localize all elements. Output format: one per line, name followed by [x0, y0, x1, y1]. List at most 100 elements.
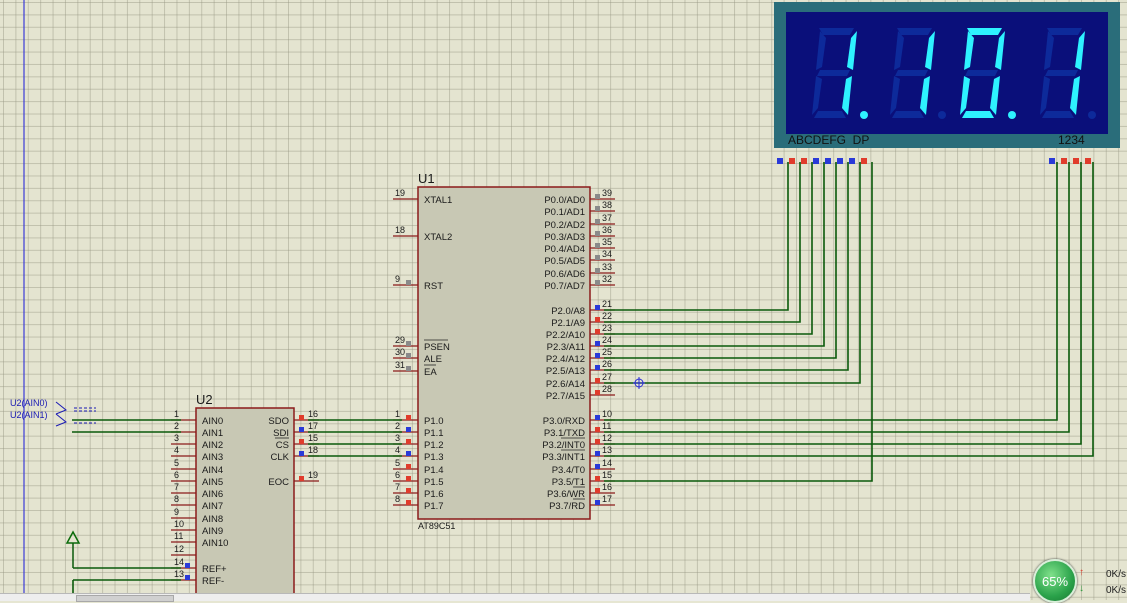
u1-pin-number: 11 — [602, 421, 611, 431]
u1-pin-number: 18 — [395, 225, 405, 235]
pin-marker — [595, 378, 600, 383]
pin-marker — [595, 488, 600, 493]
u1-pin-8[interactable]: 8P1.7 — [393, 494, 444, 512]
u2-pin-label: EOC — [268, 477, 289, 488]
terminal-ain1[interactable]: U2(AIN1) — [10, 410, 96, 427]
pin-marker — [595, 451, 600, 456]
u1-pin-number: 35 — [602, 237, 612, 247]
u1-pin-label: P1.5 — [424, 477, 444, 488]
pin-marker — [299, 427, 304, 432]
segment-f — [964, 31, 974, 70]
pin-marker — [299, 415, 304, 420]
u2-chip[interactable]: U2 1AIN02AIN13AIN24AIN35AIN46AIN57AIN68A… — [171, 392, 319, 599]
pin-marker — [406, 439, 411, 444]
pin-marker — [595, 427, 600, 432]
u1-pin-number: 38 — [602, 200, 612, 210]
pin-marker — [595, 464, 600, 469]
u1-pin-number: 32 — [602, 274, 612, 284]
segment-labels: ABCDEFG DP — [788, 133, 869, 147]
u2-pin-12[interactable]: 12 — [171, 544, 196, 556]
u1-pin-label: P0.0/AD0 — [544, 195, 585, 206]
pin-marker — [406, 353, 411, 358]
u1-pin-label: EA — [424, 367, 437, 378]
u1-pin-number: 10 — [602, 409, 612, 419]
display-digit-pin — [1085, 158, 1091, 164]
u1-pin-number: 2 — [395, 421, 400, 431]
segment-f — [894, 31, 904, 70]
u2-pin-number: 16 — [308, 409, 318, 419]
horizontal-scrollbar-thumb[interactable] — [76, 595, 174, 602]
u1-pin-number: 5 — [395, 458, 400, 468]
pin-marker — [595, 231, 600, 236]
u1-chip[interactable]: U1 AT89C51 19XTAL118XTAL29RST29PSEN30ALE… — [393, 171, 615, 531]
display-digit-1 — [812, 28, 868, 119]
u1-pin-number: 25 — [602, 347, 612, 357]
digit-labels: 1234 — [1058, 133, 1085, 147]
seven-segment-display[interactable]: ABCDEFG DP 1234 — [774, 2, 1120, 148]
u1-pin-number: 27 — [602, 372, 612, 382]
pin-marker — [595, 305, 600, 310]
power-terminal-arrow[interactable] — [65, 530, 81, 568]
u2-pin-label: AIN5 — [202, 477, 223, 488]
u1-pin-number: 26 — [602, 359, 612, 369]
segment-d — [962, 111, 994, 118]
pin-marker — [595, 329, 600, 334]
u1-pin-5[interactable]: 5P1.4 — [393, 458, 444, 476]
segment-e — [812, 76, 822, 115]
pin-marker — [595, 243, 600, 248]
pin-marker — [406, 464, 411, 469]
u1-pin-number: 30 — [395, 347, 405, 357]
u2-pin-number: 13 — [174, 569, 184, 579]
horizontal-scrollbar[interactable] — [0, 593, 1030, 601]
u1-pin-label: P3.1/TXD — [544, 428, 585, 439]
u2-pin-label: AIN1 — [202, 428, 223, 439]
segment-g — [1045, 70, 1078, 76]
u1-part: AT89C51 — [418, 521, 455, 531]
display-segment-pin — [825, 158, 831, 164]
pin-marker — [406, 451, 411, 456]
u1-pin-number: 22 — [602, 311, 612, 321]
u1-pin-label: P3.5/T1 — [552, 477, 585, 488]
u1-pin-7[interactable]: 7P1.6 — [393, 482, 444, 500]
segment-e — [1040, 76, 1050, 115]
display-digit-3 — [960, 28, 1016, 119]
u1-pin-6[interactable]: 6P1.5 — [393, 470, 444, 488]
terminal-ain1-label: U2(AIN1) — [10, 410, 48, 420]
cpu-usage-gauge[interactable]: 65% — [1033, 559, 1077, 603]
u1-pin-number: 37 — [602, 213, 612, 223]
pin-marker — [595, 476, 600, 481]
u1-pin-label: P1.2 — [424, 440, 444, 451]
u2-pin-label: SDO — [268, 416, 289, 427]
u1-pin-label: P0.3/AD3 — [544, 232, 585, 243]
terminal-ain0[interactable]: U2(AIN0) — [10, 398, 96, 415]
